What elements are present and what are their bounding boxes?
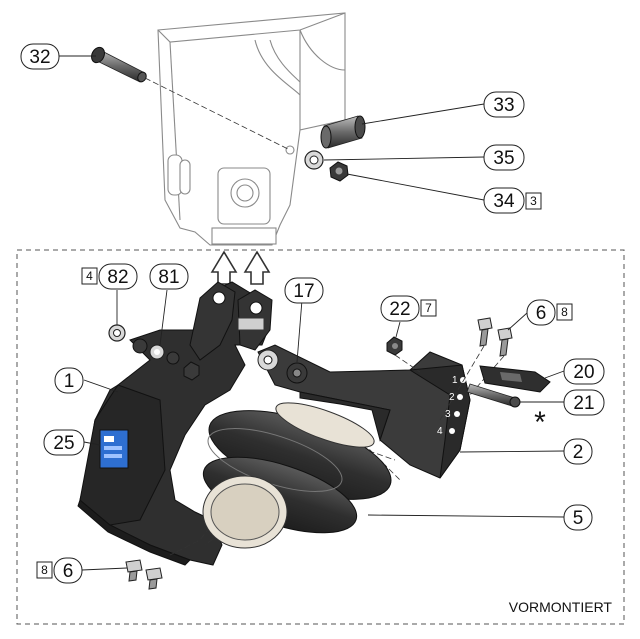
box-6-top bbox=[556, 303, 573, 321]
callout-6-bottom-box: 8 bbox=[41, 563, 48, 577]
callout-bubble-6-bottom bbox=[53, 557, 83, 584]
callout-bubble-21 bbox=[563, 389, 605, 416]
callout-bubble-2 bbox=[563, 438, 593, 465]
callout-17: 17 bbox=[293, 281, 314, 302]
callout-bubble-25 bbox=[43, 429, 85, 456]
callout-5: 5 bbox=[573, 508, 584, 529]
callouts bbox=[20, 43, 605, 584]
washers-81-82 bbox=[108, 324, 200, 381]
callout-22: 22 bbox=[389, 299, 410, 320]
callout-6-top: 6 bbox=[536, 303, 547, 324]
callout-bubble-22 bbox=[380, 295, 420, 322]
hole-label-1: 1 bbox=[452, 375, 458, 386]
callout-bubble-17 bbox=[284, 277, 324, 304]
callout-labels: 32 33 35 34 3 82 4 81 17 22 7 6 8 20 21 … bbox=[29, 47, 594, 582]
preassembled-note: VORMONTIERT bbox=[509, 599, 613, 615]
callout-33: 33 bbox=[493, 95, 514, 116]
callout-2: 2 bbox=[573, 442, 584, 463]
callout-20: 20 bbox=[573, 362, 594, 383]
callout-bubble-5 bbox=[563, 504, 593, 531]
frame-bracket bbox=[157, 12, 346, 246]
arm-2 bbox=[257, 344, 471, 479]
callout-34: 34 bbox=[493, 191, 515, 212]
leader-lines bbox=[58, 55, 565, 571]
callout-35: 35 bbox=[493, 148, 514, 169]
callout-82-box: 4 bbox=[86, 269, 93, 283]
hole-label-4: 4 bbox=[437, 426, 443, 437]
callout-bubble-35 bbox=[483, 144, 525, 171]
callout-22-box: 7 bbox=[425, 301, 432, 315]
callout-34-box: 3 bbox=[530, 194, 537, 208]
box-82 bbox=[81, 267, 98, 285]
callout-82: 82 bbox=[107, 267, 128, 288]
callout-bubble-6-top bbox=[526, 299, 556, 326]
callout-bubble-32 bbox=[20, 43, 60, 70]
callout-bubble-81 bbox=[149, 263, 189, 290]
callout-81: 81 bbox=[158, 267, 179, 288]
hole-label-2: 2 bbox=[449, 392, 455, 403]
box-6-bottom bbox=[36, 561, 53, 579]
callout-6-top-box: 8 bbox=[561, 305, 568, 319]
callout-bubble-20 bbox=[563, 358, 605, 385]
sticker-25 bbox=[99, 429, 129, 469]
callout-bubble-1 bbox=[54, 367, 84, 394]
nut-22 bbox=[386, 336, 403, 356]
callout-25: 25 bbox=[53, 433, 74, 454]
nut-34 bbox=[329, 161, 349, 182]
callout-bubble-82 bbox=[98, 263, 138, 290]
callout-1: 1 bbox=[64, 371, 75, 392]
clip-20 bbox=[479, 365, 551, 393]
up-arrows bbox=[210, 250, 271, 285]
callout-21-mark: * bbox=[534, 406, 546, 439]
bolts-6-bottom bbox=[125, 559, 163, 590]
callout-bubble-34 bbox=[483, 187, 525, 214]
callout-bubble-33 bbox=[483, 91, 525, 118]
air-spring-5 bbox=[202, 402, 392, 549]
position-holes: 1 2 3 4 bbox=[437, 375, 466, 437]
preassembled-frame bbox=[16, 249, 625, 625]
box-34 bbox=[525, 192, 542, 210]
pin-32 bbox=[91, 46, 147, 83]
pin-21 bbox=[466, 383, 521, 408]
callout-21: 21 bbox=[573, 393, 594, 414]
box-22 bbox=[420, 299, 437, 317]
bushing-33 bbox=[320, 115, 366, 149]
callout-32: 32 bbox=[29, 47, 50, 68]
bracket-1-ears bbox=[189, 281, 273, 361]
callout-6-bottom: 6 bbox=[63, 561, 74, 582]
washer-35 bbox=[304, 150, 324, 170]
hole-label-3: 3 bbox=[445, 409, 451, 420]
bolts-6-top bbox=[477, 317, 513, 357]
